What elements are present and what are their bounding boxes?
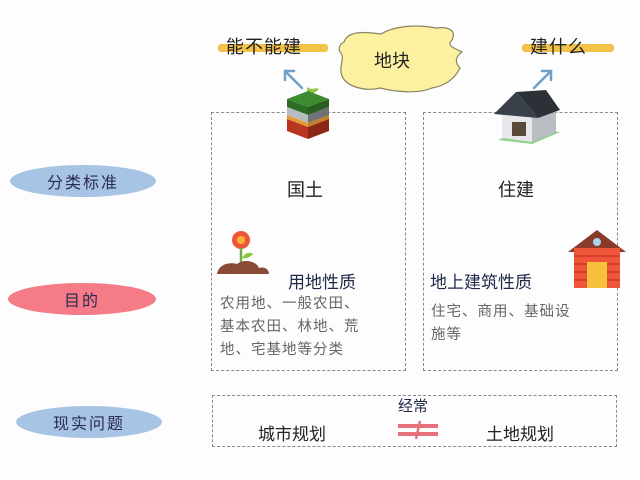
- row-label-classification: 分类标准: [10, 165, 156, 197]
- desc-line: 住宅、商用、基础设: [431, 304, 571, 320]
- cloud-label-land-parcel: 地块: [374, 51, 410, 72]
- row-label-text: 目的: [63, 291, 100, 310]
- purpose-title-land-use: 用地性质: [288, 273, 356, 293]
- row-label-text: 分类标准: [46, 173, 119, 192]
- question-can-build: 能不能建: [226, 37, 302, 58]
- real-problem-box: [212, 395, 617, 447]
- land-planning-label: 土地规划: [486, 425, 554, 445]
- row-label-purpose: 目的: [8, 283, 156, 315]
- desc-line: 施等: [431, 327, 462, 343]
- purpose-description-building: 住宅、商用、基础设 施等: [431, 301, 571, 347]
- flower-sprout-icon: [217, 231, 269, 274]
- purpose-title-building: 地上建筑性质: [430, 273, 532, 293]
- soil-layers-cube-icon: [287, 87, 329, 139]
- desc-line: 地、宅基地等分类: [220, 342, 344, 358]
- row-label-text: 现实问题: [52, 414, 125, 433]
- desc-line: 基本农田、林地、荒: [220, 319, 360, 335]
- often-note: 经常: [398, 397, 429, 415]
- column-title-housing: 住建: [498, 180, 534, 201]
- arrow-up-right-icon: [532, 69, 553, 90]
- not-equal-icon: [398, 420, 438, 440]
- urban-planning-label: 城市规划: [258, 425, 326, 445]
- question-what-to-build: 建什么: [530, 37, 587, 58]
- arrow-up-left-icon: [283, 69, 304, 90]
- row-label-real-problem: 现实问题: [16, 406, 162, 438]
- desc-line: 农用地、一般农田、: [220, 296, 360, 312]
- cloud-shape: [338, 25, 464, 93]
- house-icon: [494, 90, 560, 144]
- highlight-bar: [522, 44, 614, 52]
- column-title-land: 国土: [287, 180, 323, 201]
- purpose-description-land-use: 农用地、一般农田、 基本农田、林地、荒 地、宅基地等分类: [220, 293, 360, 362]
- red-barn-icon: [568, 230, 626, 288]
- highlight-bar: [218, 44, 328, 52]
